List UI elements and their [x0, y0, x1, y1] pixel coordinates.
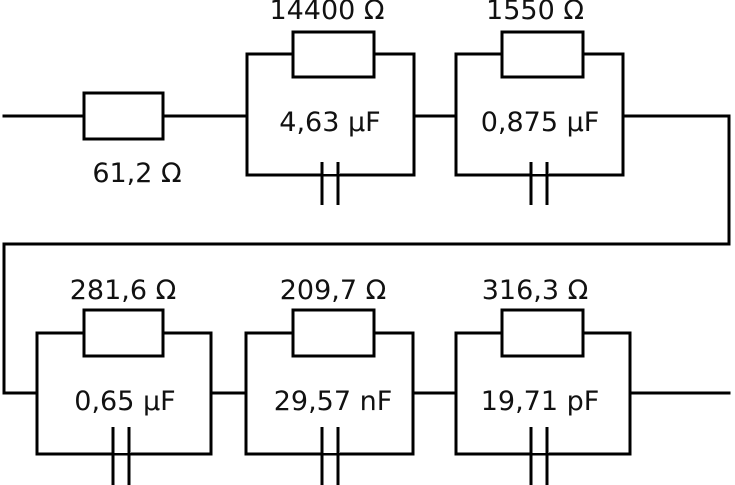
rc3-resistor-label: 281,6 Ω: [70, 275, 177, 306]
rc-element-5: 316,3 Ω 19,71 pF: [454, 275, 632, 485]
rc3-resistor: [82, 308, 165, 358]
rc1-resistor: [291, 30, 376, 79]
rc4-resistor: [291, 308, 376, 358]
series-resistor: [82, 91, 165, 141]
rc-element-4: 209,7 Ω 29,57 nF: [244, 275, 415, 485]
rc1-resistor-label: 14400 Ω: [269, 0, 384, 26]
rc2-capacitor-label: 0,875 µF: [481, 107, 600, 138]
rc-element-3: 281,6 Ω 0,65 µF: [35, 275, 213, 485]
rc1-capacitor-label: 4,63 µF: [279, 107, 380, 138]
rc5-resistor-label: 316,3 Ω: [482, 275, 589, 306]
rc2-resistor: [500, 30, 585, 79]
rc4-capacitor-label: 29,57 nF: [274, 386, 393, 417]
rc-element-1: 14400 Ω 4,63 µF: [245, 0, 416, 205]
rc5-capacitor-label: 19,71 pF: [481, 386, 600, 417]
wire-row-connector: [2, 114, 731, 395]
rc5-resistor: [500, 308, 585, 358]
rc3-capacitor-label: 0,65 µF: [74, 386, 175, 417]
rc4-resistor-label: 209,7 Ω: [280, 275, 387, 306]
rc-element-2: 1550 Ω 0,875 µF: [454, 0, 625, 205]
rc2-resistor-label: 1550 Ω: [486, 0, 584, 26]
series-resistor-label: 61,2 Ω: [92, 158, 181, 189]
